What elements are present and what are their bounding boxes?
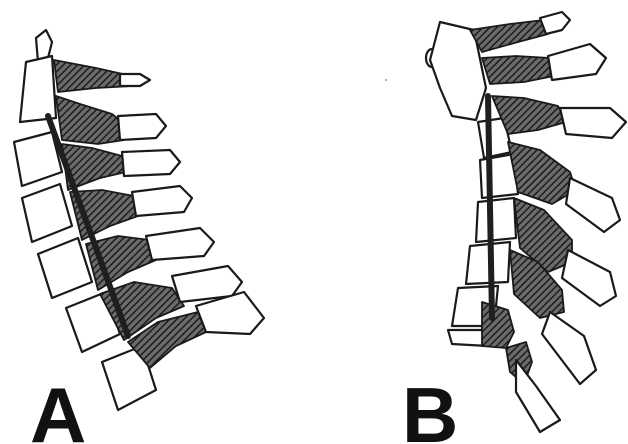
posterior-element-b-c2 (482, 56, 554, 84)
spinous-process-b-c6 (542, 312, 596, 384)
spinous-process-a-c6 (146, 228, 214, 260)
posterior-element-a-c3 (56, 96, 124, 144)
artifact-speck (385, 79, 387, 81)
panel-b: B (402, 12, 626, 444)
panel-label-b: B (402, 371, 458, 444)
spinous-process-b-c5 (562, 250, 616, 306)
spinous-process-a-c4 (122, 150, 180, 176)
panel-a: A (14, 30, 264, 444)
vertebral-body-a-c4 (22, 184, 72, 242)
spinous-process-b-c1 (540, 12, 570, 34)
spinous-process-a-c3 (118, 114, 166, 140)
spinous-process-b-c2 (548, 44, 606, 80)
posterior-element-b-c7 (482, 302, 514, 348)
spinous-process-b-c7 (516, 360, 560, 432)
posterior-element-b-c1 (470, 20, 548, 52)
spinous-process-a-c5 (132, 186, 192, 216)
vertebral-body-b-c5 (476, 198, 516, 242)
panel-label-a: A (30, 371, 86, 444)
spinous-process-b-c3 (560, 108, 626, 138)
spinous-process-a-c2 (120, 74, 150, 86)
spinous-process-b-c4 (566, 178, 620, 232)
posterior-line-b (488, 96, 492, 318)
vertebral-body-a-c5 (38, 238, 92, 298)
vertebral-body-a-c2 (20, 56, 56, 122)
